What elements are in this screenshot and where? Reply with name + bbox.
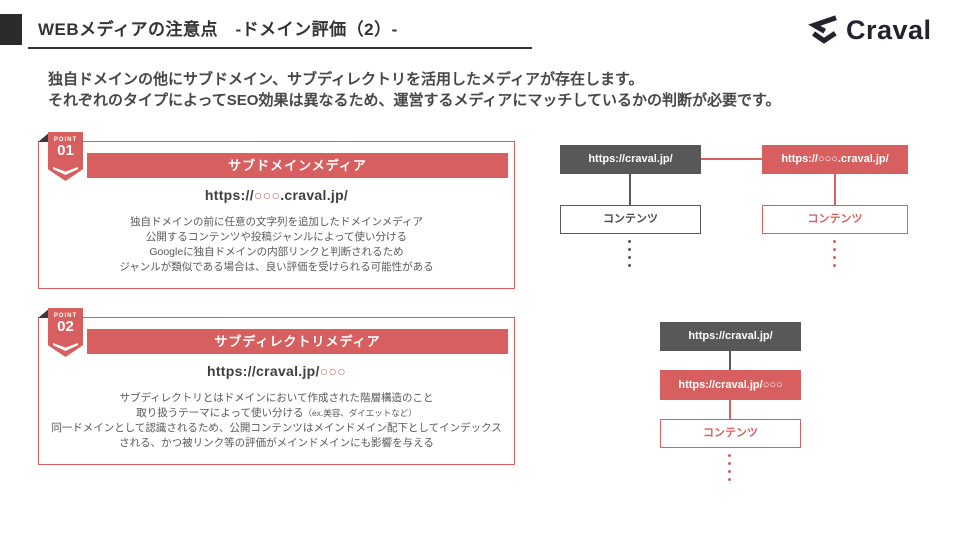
ribbon-fold <box>38 132 50 142</box>
point-badge-02: POINT 02 <box>48 308 83 357</box>
subdomain-box: https://○○○.craval.jp/ <box>762 145 908 174</box>
badge-number: 01 <box>57 142 74 159</box>
body-line: 公開するコンテンツや投稿ジャンルによって使い分ける <box>145 231 408 243</box>
card-url: https://craval.jp/○○○ <box>39 363 514 379</box>
body-line: 独自ドメインの前に任意の文字列を追加したドメインメディア <box>130 216 423 228</box>
body-line: 取り扱うテーマによって使い分ける（ex.美容、ダイエットなど） <box>136 407 417 419</box>
badge-chevron-icon <box>53 167 78 175</box>
intro-line-2: それぞれのタイプによってSEO効果は異なるため、運営するメディアにマッチしている… <box>48 92 781 109</box>
card-url: https://○○○.craval.jp/ <box>39 187 514 203</box>
point-badge-01: POINT 01 <box>48 132 83 181</box>
card-heading: サブドメインメディア <box>87 153 508 178</box>
card-body: 独自ドメインの前に任意の文字列を追加したドメインメディア 公開するコンテンツや投… <box>39 215 514 275</box>
badge-chevron-icon <box>53 343 78 351</box>
connector-line <box>701 158 762 160</box>
point-card-subdirectory: POINT 02 サブディレクトリメディア https://craval.jp/… <box>38 308 515 465</box>
url-highlight: ○○○ <box>319 363 347 379</box>
content-box-sub: コンテンツ <box>762 205 908 234</box>
point-card-subdomain: POINT 01 サブドメインメディア https://○○○.craval.j… <box>38 132 515 289</box>
badge-number: 02 <box>57 318 74 335</box>
body-line: 同一ドメインとして認識されるため、公開コンテンツはメインドメイン配下としてインデ… <box>51 422 502 434</box>
header: WEBメディアの注意点 -ドメイン評価（2）- <box>28 9 532 49</box>
header-accent-block <box>0 14 22 45</box>
dotted-continuation <box>628 240 631 267</box>
card-body: サブディレクトリとはドメインにおいて作成された階層構造のこと 取り扱うテーマによ… <box>39 391 514 451</box>
craval-logo-icon <box>806 14 842 47</box>
page-title: WEBメディアの注意点 -ドメイン評価（2）- <box>38 20 398 39</box>
url-prefix: https:// <box>204 187 254 203</box>
connector-line <box>629 174 631 205</box>
body-line: ジャンルが類似である場合は、良い評価を受けられる可能性がある <box>119 261 434 273</box>
craval-logo-text: Craval <box>846 15 932 45</box>
connector-line <box>729 400 731 419</box>
content-box: コンテンツ <box>660 419 801 448</box>
intro-text: 独自ドメインの他にサブドメイン、サブディレクトリを活用したメディアが存在します。… <box>48 69 780 111</box>
connector-line <box>834 174 836 205</box>
content-box-main: コンテンツ <box>560 205 701 234</box>
subdirectory-box: https://craval.jp/○○○ <box>660 370 801 400</box>
dotted-continuation <box>833 240 836 267</box>
body-line: される、かつ被リンク等の評価がメインドメインにも影響を与える <box>119 437 434 449</box>
card-heading: サブディレクトリメディア <box>87 329 508 354</box>
ribbon-fold <box>38 308 50 318</box>
main-domain-box: https://craval.jp/ <box>660 322 801 351</box>
main-domain-box: https://craval.jp/ <box>560 145 701 174</box>
url-suffix: .craval.jp/ <box>280 187 349 203</box>
dotted-continuation <box>728 454 731 481</box>
badge-label: POINT <box>53 137 78 143</box>
body-line: サブディレクトリとはドメインにおいて作成された階層構造のこと <box>119 392 434 404</box>
body-line: Googleに独自ドメインの内部リンクと判断されるため <box>149 246 404 258</box>
badge-label: POINT <box>53 313 78 319</box>
connector-line <box>729 351 731 370</box>
url-highlight: ○○○ <box>253 187 281 203</box>
craval-logo: Craval <box>806 14 932 47</box>
intro-line-1: 独自ドメインの他にサブドメイン、サブディレクトリを活用したメディアが存在します。 <box>48 71 644 88</box>
body-line-note: （ex.美容、ダイエットなど） <box>303 408 417 418</box>
url-prefix: https://craval.jp/ <box>206 363 320 379</box>
